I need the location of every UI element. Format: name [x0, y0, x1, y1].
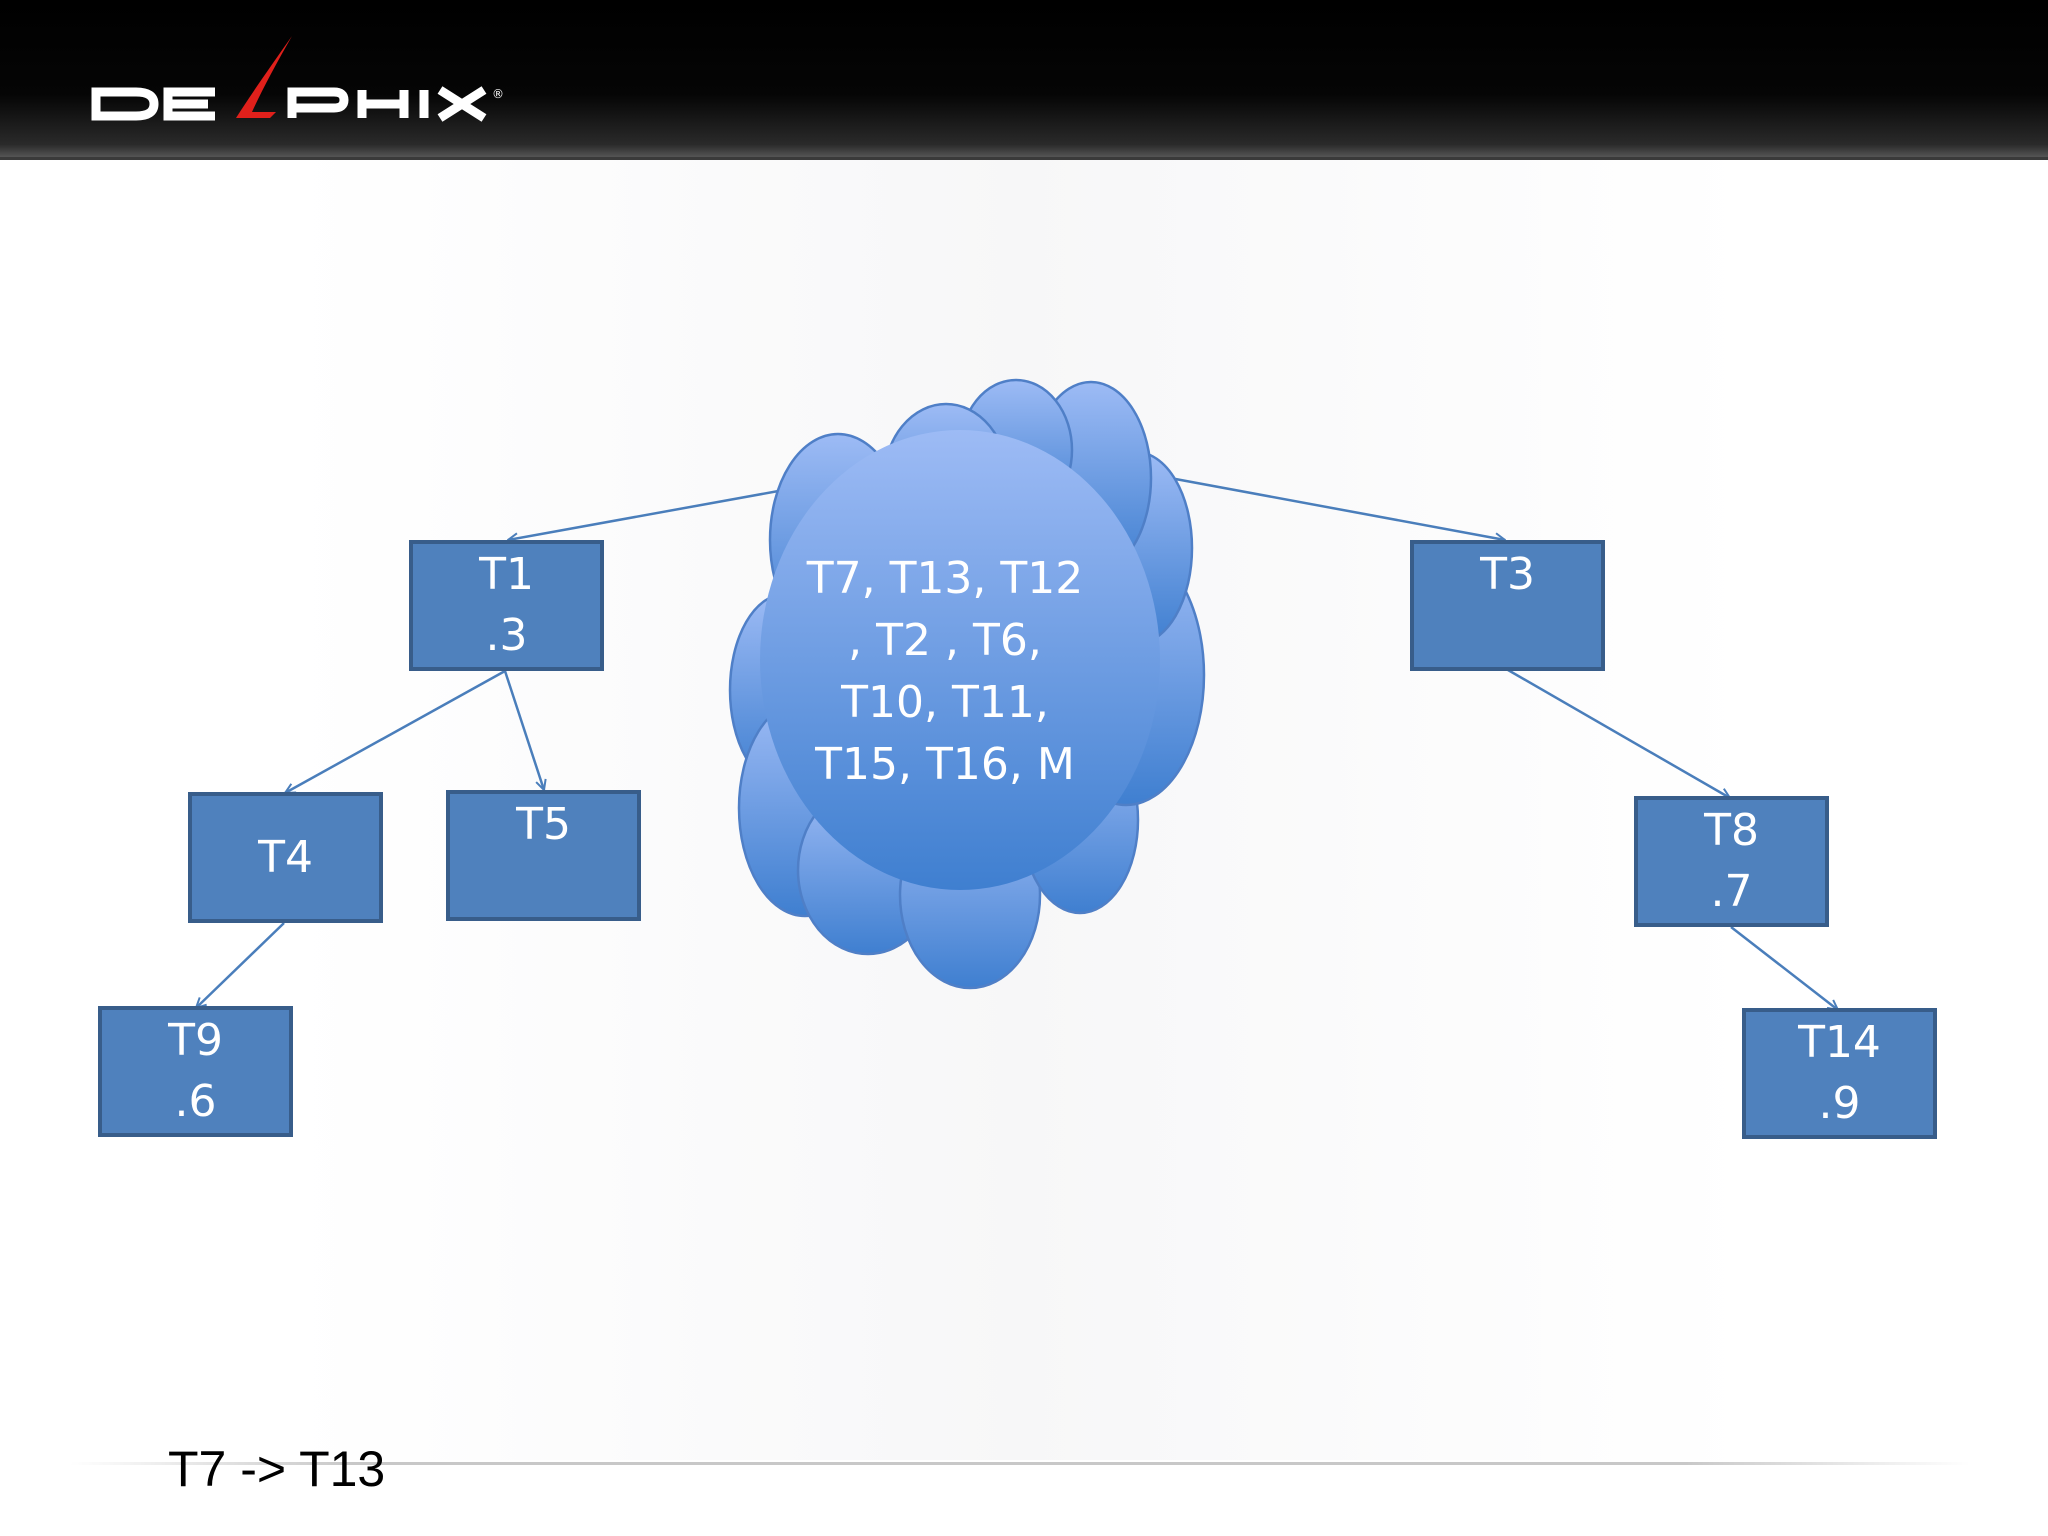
node-value: .6 [174, 1076, 217, 1127]
node-t8: T8 .7 [1634, 796, 1829, 927]
connector-t1-t5 [503, 670, 544, 790]
cloud-label-line: T7, T13, T12 [806, 553, 1084, 604]
connector-cloud-t3 [1169, 476, 1505, 540]
cloud-label-line: , T2 , T6, [848, 615, 1042, 666]
node-t1: T1 .3 [409, 540, 604, 671]
node-value: .9 [1818, 1078, 1861, 1129]
connector-t4-t9 [196, 922, 285, 1008]
node-t3: T3 [1410, 540, 1605, 671]
node-label: T14 [1798, 1017, 1881, 1068]
header-bar: ® [0, 0, 2048, 160]
node-label: T4 [258, 832, 313, 883]
node-t14: T14 .9 [1742, 1008, 1937, 1139]
cloud-label-line: T15, T16, M [815, 739, 1075, 790]
node-label: T1 [479, 549, 534, 600]
logo-swoosh-icon [236, 36, 292, 118]
svg-text:®: ® [492, 87, 504, 101]
node-label: T3 [1480, 549, 1535, 600]
footer-caption: T7 -> T13 [168, 1441, 386, 1497]
node-value: .7 [1710, 866, 1753, 917]
node-value: .3 [485, 610, 528, 661]
node-t9: T9 .6 [98, 1006, 293, 1137]
cloud-label-line: T10, T11, [841, 677, 1049, 728]
connector-t3-t8 [1507, 668, 1730, 798]
connector-t1-t4 [285, 669, 506, 795]
node-t4: T4 [188, 792, 383, 923]
delphix-logo: ® [91, 36, 504, 122]
connector-cloud-t1 [508, 488, 785, 540]
connector-t8-t14 [1730, 926, 1838, 1010]
node-t5: T5 [446, 790, 641, 921]
node-label: T9 [168, 1015, 223, 1066]
cloud-label: T7, T13, T12 , T2 , T6, T10, T11, T15, T… [790, 548, 1100, 796]
node-label: T5 [516, 799, 571, 850]
footer-divider [70, 1462, 1970, 1465]
node-label: T8 [1704, 805, 1759, 856]
